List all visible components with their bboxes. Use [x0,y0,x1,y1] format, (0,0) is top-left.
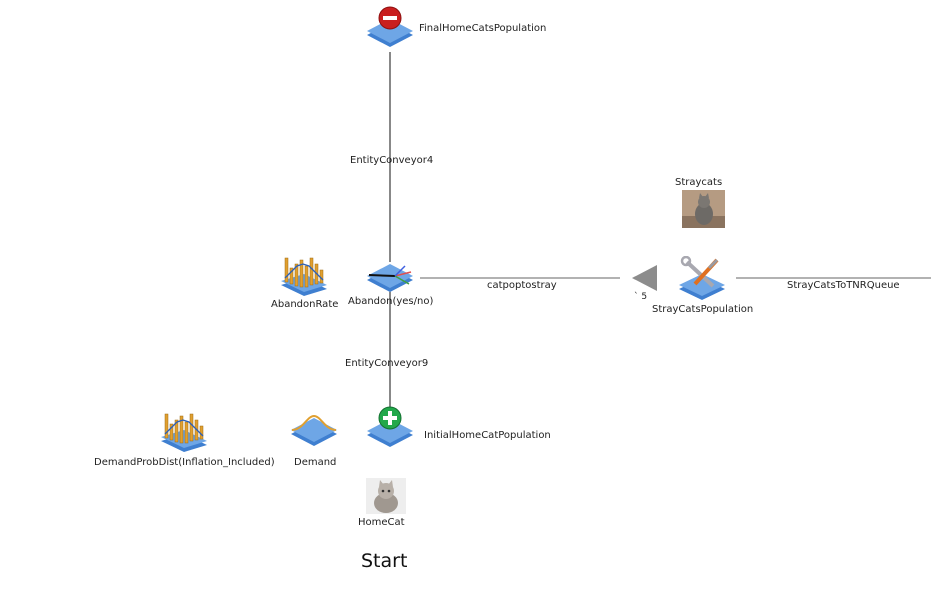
stray-cats-to-tnr-queue-label: StrayCatsToTNRQueue [787,280,900,291]
home-cat-entity-image[interactable] [366,478,406,514]
decide-icon [367,264,413,292]
bell-curve-icon [291,414,337,446]
demand-node[interactable] [289,412,339,448]
straycats-entity-label: Straycats [675,177,723,188]
home-cat-label: HomeCat [358,517,405,528]
abandon-rate-label: AbandonRate [271,299,339,310]
histogram-icon [281,257,327,296]
stray-cats-population-node[interactable] [677,255,727,300]
sink-icon [367,6,413,47]
straycats-entity-image[interactable] [682,190,725,228]
abandon-rate-node[interactable] [279,252,329,296]
initial-home-cat-population-label: InitialHomeCatPopulation [424,430,551,441]
entity-conveyor-4-label: EntityConveyor4 [350,155,434,166]
histogram-icon [161,413,207,452]
final-home-cats-population-label: FinalHomeCatsPopulation [419,23,547,34]
catpoptostray-label: catpoptostray [487,280,557,291]
final-home-cats-population-node[interactable] [365,4,415,48]
abandon-label: Abandon(yes/no) [348,296,434,307]
entity-conveyor-9-label: EntityConveyor9 [345,358,429,369]
tools-icon [679,255,725,300]
cat-photo-icon [366,478,406,514]
port-triangle-icon[interactable] [632,265,657,291]
demand-prob-dist-label: DemandProbDist(Inflation_Included) [94,457,275,468]
initial-home-cat-population-node[interactable] [365,404,415,448]
demand-label: Demand [294,457,337,468]
abandon-node[interactable] [365,258,415,294]
port-label: ` 5 [634,292,648,302]
cat-photo-icon [682,190,725,228]
start-label: Start [361,550,408,572]
source-icon [367,406,413,447]
stray-cats-population-label: StrayCatsPopulation [652,304,754,315]
demand-prob-dist-node[interactable] [159,408,209,452]
